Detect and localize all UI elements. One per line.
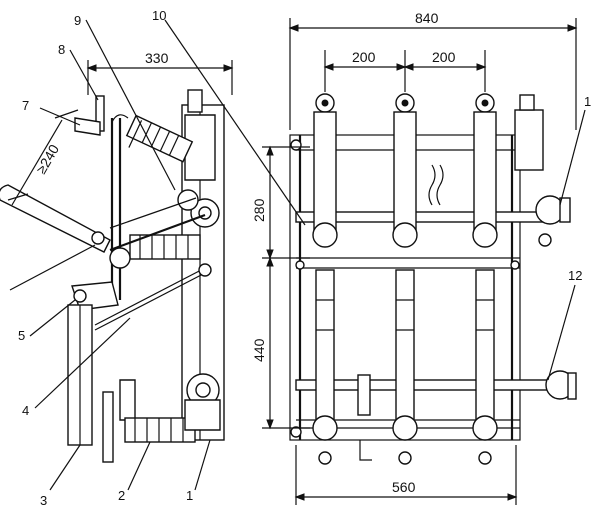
callout-10: 10 xyxy=(152,8,166,23)
callout-4: 4 xyxy=(22,403,29,418)
dim-overall-width: 840 xyxy=(415,10,439,26)
mechanism-housing xyxy=(514,109,544,171)
side-callouts: 8 9 7 5 4 3 2 1 xyxy=(9,13,211,508)
dim-base-width: 560 xyxy=(392,479,416,495)
callout-5: 5 xyxy=(18,328,25,343)
operating-handle xyxy=(0,184,111,253)
callout-3: 3 xyxy=(40,493,47,508)
dim-clearance: ≥240 xyxy=(33,141,62,176)
dim-upper-height: 280 xyxy=(251,198,267,222)
dim-phase-spacing-left: 200 xyxy=(352,49,376,65)
side-view xyxy=(0,89,225,463)
pole-2 xyxy=(392,93,418,465)
callout-9: 9 xyxy=(74,13,81,28)
front-dimensions: 840 200 200 280 440 560 xyxy=(251,10,578,505)
dim-lower-height: 440 xyxy=(251,338,267,362)
bracket-7 xyxy=(74,117,101,136)
lower-shaft xyxy=(295,379,562,391)
top-terminal xyxy=(187,89,203,113)
callout-8: 8 xyxy=(58,42,65,57)
front-view xyxy=(289,93,577,465)
callout-1-top-right: 1 xyxy=(584,94,591,109)
dim-phase-spacing-right: 200 xyxy=(432,49,456,65)
callout-2: 2 xyxy=(118,488,125,503)
front-callouts: 10 1 12 xyxy=(152,8,591,381)
dim-side-width: 330 xyxy=(145,50,169,66)
callout-7: 7 xyxy=(22,98,29,113)
callout-12: 12 xyxy=(568,268,582,283)
lower-insulator xyxy=(124,417,196,443)
pole-1 xyxy=(312,93,338,465)
callout-1-bottom: 1 xyxy=(186,488,193,503)
pole-3 xyxy=(472,93,498,465)
upper-insulator xyxy=(125,114,194,163)
